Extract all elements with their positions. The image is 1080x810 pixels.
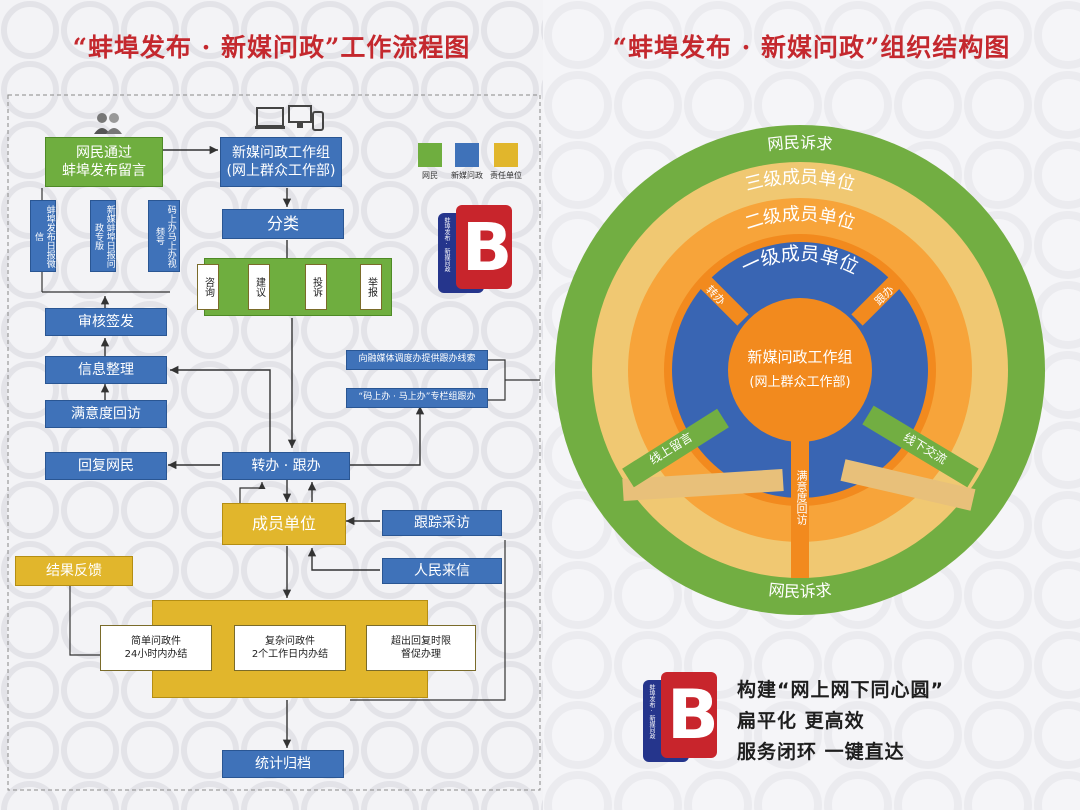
brand-logo-right: B 蚌埠发布·新媒问政: [641, 672, 719, 764]
legend-label-media: 新媒问政: [451, 171, 483, 180]
logo-tag-right: 蚌埠发布·新媒问政: [648, 684, 655, 739]
logo-letter: B: [462, 209, 513, 286]
organize-box: 信息整理: [45, 356, 167, 384]
logo-tag: 蚌埠发布·新媒问政: [443, 217, 450, 272]
people-icon: [94, 113, 122, 134]
spoke-follow: [851, 274, 903, 326]
org-rings: 网民诉求 三级成员单位 二级成员单位 一级成员单位 网民诉求 新媒问政工作组 (…: [555, 125, 1045, 615]
flowchart-panel: “蚌埠发布 · 新媒问政”工作流程图: [0, 0, 543, 810]
center-line2: (网上群众工作部): [749, 375, 850, 390]
slogan-1: 构建“网上网下同心圆”: [737, 679, 944, 701]
review-box: 审核签发: [45, 308, 167, 336]
netizen-box: 网民通过 蚌埠发布留言: [45, 137, 163, 187]
member-box: 成员单位: [222, 503, 346, 545]
category-consult: 咨询: [197, 264, 219, 310]
channel-news: 新媒蚌埠日报问政专版: [90, 200, 116, 272]
slogan-3: 服务闭环 一键直达: [737, 741, 905, 763]
legend-swatch-netizen: [418, 143, 442, 167]
category-suggest: 建议: [248, 264, 270, 310]
flow-connectors: [7, 94, 541, 791]
letters-box: 人民来信: [382, 558, 502, 584]
flowchart-title: “蚌埠发布 · 新媒问政”工作流程图: [72, 33, 471, 62]
center-circle: [728, 298, 872, 442]
legend-swatch-unit: [494, 143, 518, 167]
category-complain: 投诉: [305, 264, 327, 310]
label-ring-netizen-bottom: 网民诉求: [768, 580, 833, 601]
satisfaction-box: 满意度回访: [45, 400, 167, 428]
slogan-2: 扁平化 更高效: [737, 710, 865, 732]
spoke-forward: [697, 274, 749, 326]
spoke-visit-label: 满意度回访: [795, 470, 808, 525]
complex-case-box: 复杂问政件 2个工作日内办结: [234, 625, 346, 671]
brand-logo: B 蚌埠发布·新媒问政: [436, 205, 514, 295]
spoke-online-bar: [622, 469, 784, 501]
logo-letter-right: B: [667, 676, 719, 755]
spoke-offline: [862, 405, 979, 488]
center-line1: 新媒问政工作组: [747, 348, 852, 366]
spoke-offline-bar: [840, 459, 976, 511]
workgroup-box: 新媒问政工作组 (网上群众工作部): [220, 137, 342, 187]
devices-icon: [255, 105, 324, 131]
org-panel: “蚌埠发布 · 新媒问政”组织结构图 网民诉求 三级成员单位 二级成员单位 一级…: [543, 0, 1080, 810]
clue-box: 向融媒体调度办提供跟办线索: [346, 350, 488, 370]
overdue-case-box: 超出回复时限 督促办理: [366, 625, 476, 671]
org-title: “蚌埠发布 · 新媒问政”组织结构图: [612, 33, 1011, 62]
feedback-box: 结果反馈: [15, 556, 133, 586]
channel-video: 码上办马上办视频号: [148, 200, 180, 272]
forward-box: 转办 · 跟办: [222, 452, 350, 480]
simple-case-box: 简单问政件 24小时内办结: [100, 625, 212, 671]
track-box: 跟踪采访: [382, 510, 502, 536]
legend-swatch-media: [455, 143, 479, 167]
classify-box: 分类: [222, 209, 344, 239]
legend-label-netizen: 网民: [422, 171, 438, 180]
legend-label-unit: 责任单位: [490, 171, 522, 180]
category-report: 举报: [360, 264, 382, 310]
reply-box: 回复网民: [45, 452, 167, 480]
column-box: “码上办 · 马上办”专栏组跟办: [346, 388, 488, 408]
spoke-online: [622, 408, 729, 488]
channel-daily: 蚌埠发布日报微信: [30, 200, 56, 272]
archive-box: 统计归档: [222, 750, 344, 778]
